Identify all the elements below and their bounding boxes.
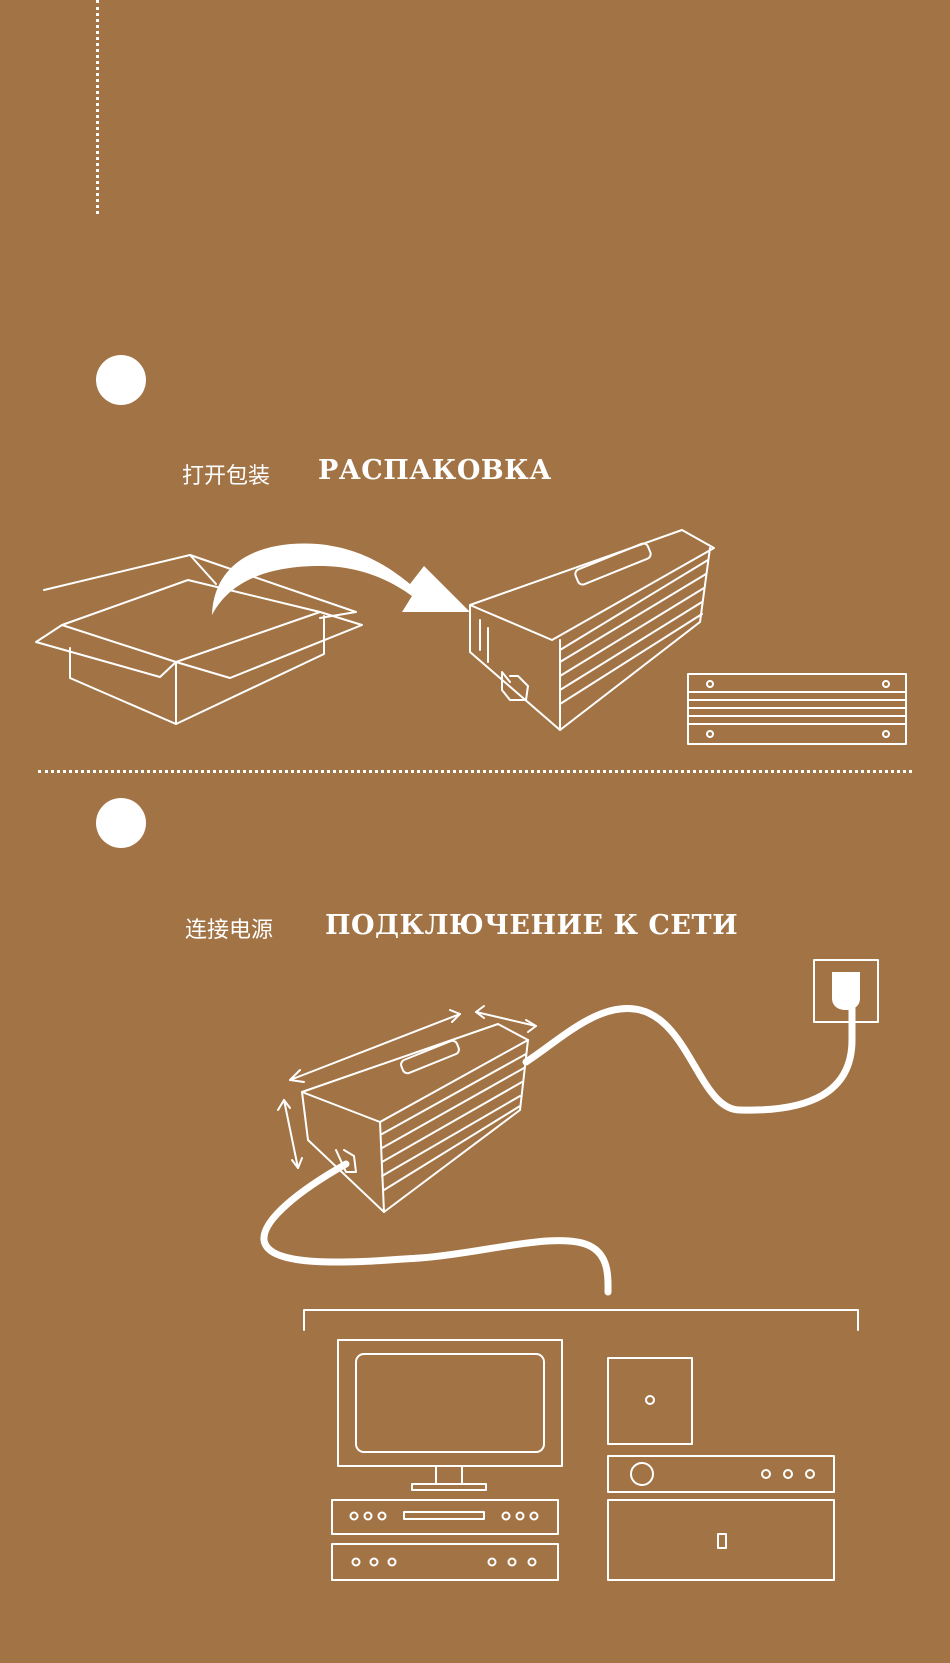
- equipment-cable: [264, 1164, 608, 1292]
- equipment-bracket: [304, 1310, 858, 1330]
- stereo-equipment-icon: [608, 1358, 834, 1580]
- mounting-panel-icon: [688, 674, 906, 744]
- monitor-icon: [338, 1340, 562, 1490]
- audio-equipment-icon: [332, 1500, 558, 1580]
- arrow-icon: [212, 544, 470, 615]
- device-box-icon: [470, 530, 714, 730]
- power-cable: [526, 1008, 852, 1110]
- open-box-icon: [36, 555, 362, 724]
- power-plug-icon: [832, 972, 860, 1010]
